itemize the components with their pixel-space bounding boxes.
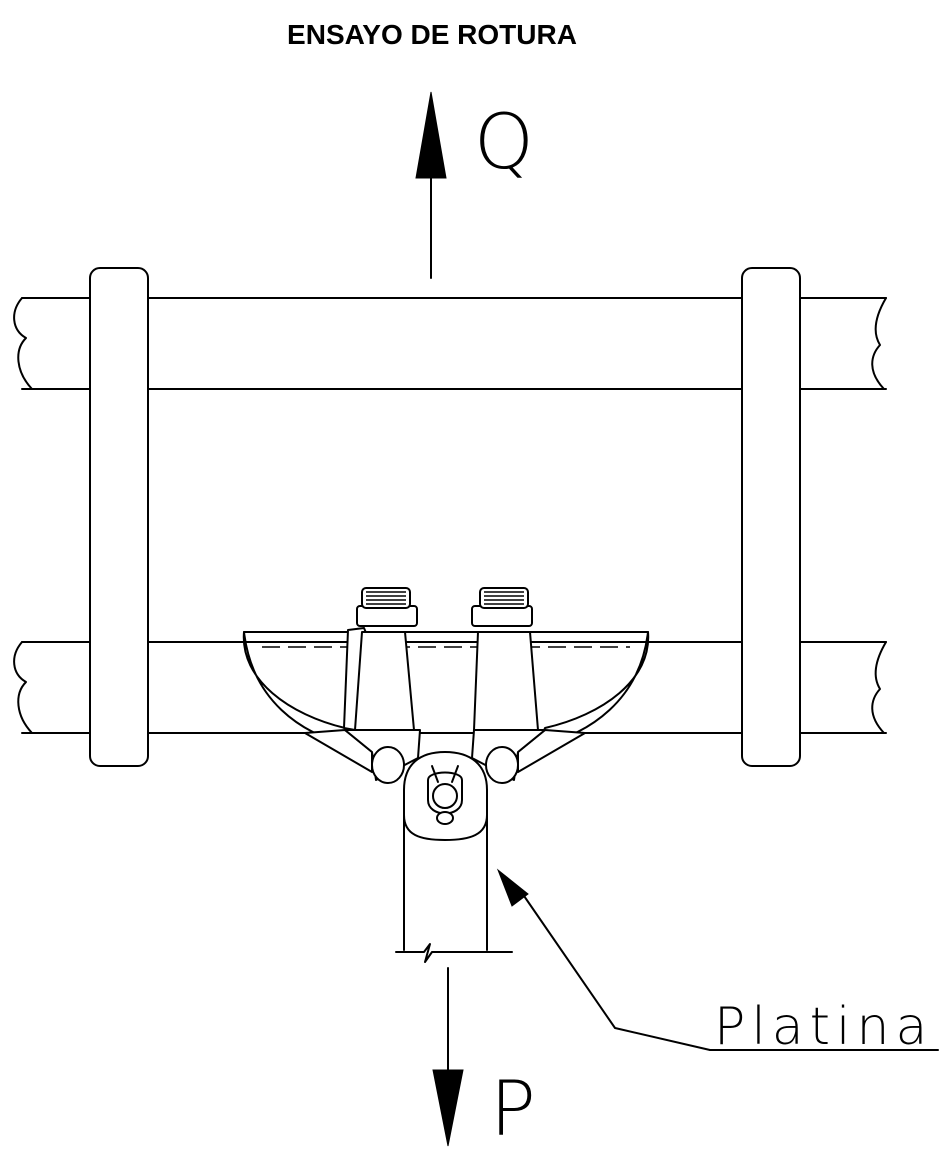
- callout-leader: [496, 868, 939, 1051]
- force-label-q: Q: [474, 97, 534, 186]
- force-label-p: P: [490, 1064, 536, 1150]
- callout-label-platina: Platina: [714, 997, 933, 1057]
- force-arrow-up: [415, 91, 447, 279]
- right-strap: [741, 267, 801, 767]
- suspension-clamp: [242, 587, 650, 841]
- force-arrow-down: [432, 967, 464, 1147]
- left-strap: [89, 267, 149, 767]
- diagram-title: ENSAYO DE ROTURA: [287, 19, 577, 50]
